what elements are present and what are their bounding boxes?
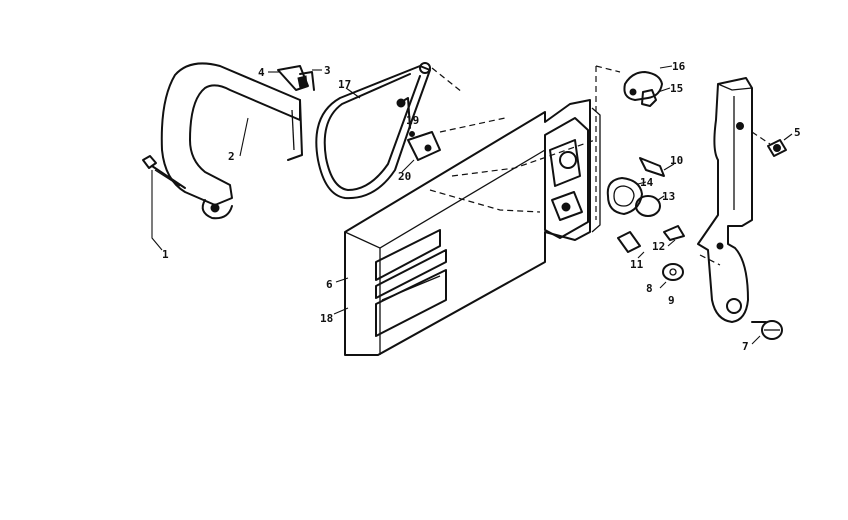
clip [268,65,322,91]
cover-plate [595,65,673,220]
callout-19: 19 [406,114,419,127]
leader-18 [333,307,349,315]
spring-assembly [606,157,685,289]
callout-17: 17 [338,78,351,91]
brake-bracket [396,97,506,161]
callout-12: 12 [652,240,665,253]
callout-3: 3 [324,64,331,77]
callout-7: 7 [742,340,749,353]
front-handle-bar [160,62,303,220]
callout-20: 20 [398,170,411,183]
brake-lever [697,77,753,323]
callout-11: 11 [630,258,644,271]
callout-18: 18 [320,312,333,325]
callout-16: 16 [672,60,686,73]
callout-2: 2 [228,150,235,163]
leader-6 [335,277,349,283]
callout-9: 9 [668,294,675,307]
callout-1: 1 [162,248,169,261]
leader-2 [239,117,249,157]
nut [751,131,793,157]
callout-14: 14 [640,176,654,189]
leader-20 [401,159,415,173]
callout-5: 5 [794,126,801,139]
callout-13: 13 [662,190,675,203]
callout-4: 4 [258,66,265,79]
brake-band [315,62,463,200]
callout-6: 6 [326,278,333,291]
callout-8: 8 [646,282,653,295]
callout-15: 15 [670,82,683,95]
bolt [142,155,186,251]
screw [751,320,783,345]
callout-10: 10 [670,154,683,167]
leader-17 [345,87,361,99]
side-cover [344,99,601,356]
